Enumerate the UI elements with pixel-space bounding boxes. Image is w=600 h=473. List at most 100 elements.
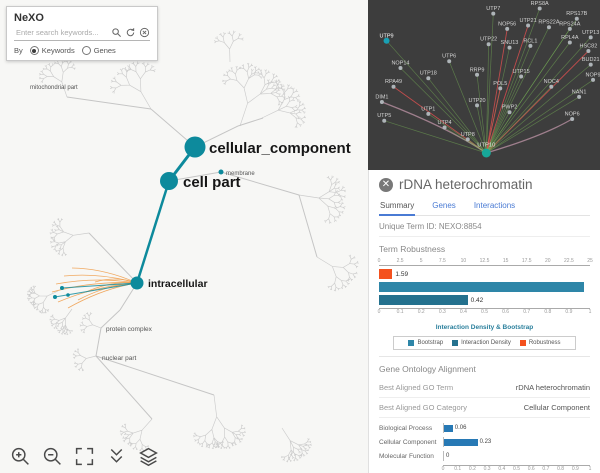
gene-node-NAN1[interactable] <box>577 94 582 99</box>
gene-node-UTP1[interactable] <box>426 111 431 116</box>
gene-node-UTP13[interactable] <box>588 35 593 40</box>
axis-tick: 0.5 <box>513 466 520 472</box>
fit-view-icon[interactable] <box>74 446 95 467</box>
clear-icon[interactable] <box>139 27 150 38</box>
gene-node-UTP21[interactable] <box>526 23 531 28</box>
app-title: NeXO <box>14 12 44 24</box>
gene-node-UTP15[interactable] <box>519 74 524 79</box>
bar-robustness[interactable] <box>379 269 393 279</box>
ontology-node-label: intracellular <box>148 278 208 290</box>
interaction-edge <box>486 37 591 154</box>
ontology-node-cellular_component[interactable] <box>184 136 206 158</box>
radio-genes[interactable]: Genes <box>81 46 116 55</box>
bar-biological-process[interactable] <box>444 424 453 432</box>
gene-node-NOC4[interactable] <box>549 84 554 89</box>
axis-tick: 0.2 <box>468 466 476 472</box>
gene-node-POL5[interactable] <box>498 86 503 91</box>
refresh-icon[interactable] <box>125 27 136 38</box>
gene-node-HSC82[interactable] <box>586 49 591 53</box>
gene-node-label: NOP56 <box>498 21 516 27</box>
axis-tick: 0.3 <box>483 466 491 472</box>
gene-node-RPA49[interactable] <box>391 84 396 89</box>
bar-bootstrap[interactable] <box>379 282 584 292</box>
tree-branches <box>213 30 244 63</box>
gene-node-RPS17B[interactable] <box>574 16 579 21</box>
gene-node-RRP9[interactable] <box>475 72 480 77</box>
legend-swatch <box>519 340 526 346</box>
gene-node-UTP6[interactable] <box>447 59 452 64</box>
gene-node-UTP18[interactable] <box>426 76 431 81</box>
axis-tick: 0.1 <box>454 466 462 472</box>
search-input[interactable] <box>14 27 108 38</box>
interaction-edge <box>485 88 501 154</box>
gene-node-NOP6[interactable] <box>570 117 575 121</box>
gene-node-UTP4[interactable] <box>442 125 447 130</box>
gene-node-UTP9[interactable] <box>383 37 390 44</box>
interaction-edge <box>428 113 487 154</box>
interaction-edge <box>486 96 580 154</box>
gene-node-label: DIM1 <box>375 95 388 101</box>
robustness-top-axis-line <box>379 265 590 266</box>
gene-node-UTP22[interactable] <box>486 42 491 47</box>
orange-association-edge <box>55 279 138 285</box>
tab-genes[interactable]: Genes <box>432 201 456 210</box>
cluster-node[interactable] <box>66 293 70 297</box>
gene-node-label: RCL1 <box>523 38 537 44</box>
gene-node-label: NOP6 <box>565 112 580 118</box>
gene-node-SNU13[interactable] <box>507 45 512 50</box>
gene-node-NOP14[interactable] <box>398 66 403 70</box>
gene-node-RPL4A[interactable] <box>567 40 572 45</box>
gene-node-NOP9[interactable] <box>591 77 596 82</box>
tree-trunk-edge <box>95 327 102 357</box>
interaction-edge <box>486 76 522 154</box>
gene-node-RPS22A[interactable] <box>546 25 551 30</box>
tab-interactions[interactable]: Interactions <box>473 201 516 210</box>
gene-node-PWP2[interactable] <box>507 110 512 115</box>
legend-label: Robustness <box>528 340 561 346</box>
gene-node-UTP20[interactable] <box>475 103 480 108</box>
gene-node-UTP5[interactable] <box>382 118 387 123</box>
gene-node-UTP7[interactable] <box>491 11 496 16</box>
alignment-category-label: Molecular Function <box>379 452 434 460</box>
search-icon[interactable] <box>111 27 122 38</box>
alignment-bar-area: 0.06 <box>443 423 590 433</box>
layers-icon[interactable] <box>138 446 159 467</box>
radio-keywords[interactable]: Keywords <box>29 46 75 55</box>
zoom-in-icon[interactable] <box>10 446 31 467</box>
gene-node-RCL1[interactable] <box>528 43 533 48</box>
tree-branches <box>27 285 59 314</box>
cluster-node[interactable] <box>60 286 64 290</box>
gene-node-RPS24A[interactable] <box>567 26 572 31</box>
bar-cellular-component[interactable] <box>444 438 478 446</box>
legend-item-bootstrap: Bootstrap <box>408 340 443 346</box>
gene-node-BUD21[interactable] <box>588 62 593 67</box>
interaction-edge <box>476 105 487 154</box>
gene-node-DIM1[interactable] <box>379 100 384 104</box>
gene-node-NOP56[interactable] <box>505 26 510 31</box>
cluster-node[interactable] <box>53 295 57 299</box>
divider <box>379 356 590 357</box>
bar-interaction-density[interactable] <box>379 295 468 305</box>
axis-tick: 0.4 <box>459 309 467 315</box>
ontology-node-membrane[interactable] <box>218 169 224 175</box>
tab-summary[interactable]: Summary <box>379 198 416 216</box>
collapse-tree-icon[interactable] <box>106 446 127 467</box>
interaction-edge <box>384 120 487 154</box>
close-icon[interactable]: ✕ <box>379 177 393 192</box>
gene-node-RPS8A[interactable] <box>537 6 542 11</box>
gene-node-label: UTP15 <box>513 69 530 75</box>
gene-node-UTP10[interactable] <box>481 148 491 158</box>
ontology-node-cell-part[interactable] <box>160 172 178 190</box>
details-tabs: Summary Genes Interactions <box>379 198 590 216</box>
gene-node-UTP8[interactable] <box>465 137 470 142</box>
ontology-node-label: cellular_component <box>209 140 351 157</box>
ontology-node-intracellular[interactable] <box>130 276 144 290</box>
zoom-out-icon[interactable] <box>42 446 63 467</box>
